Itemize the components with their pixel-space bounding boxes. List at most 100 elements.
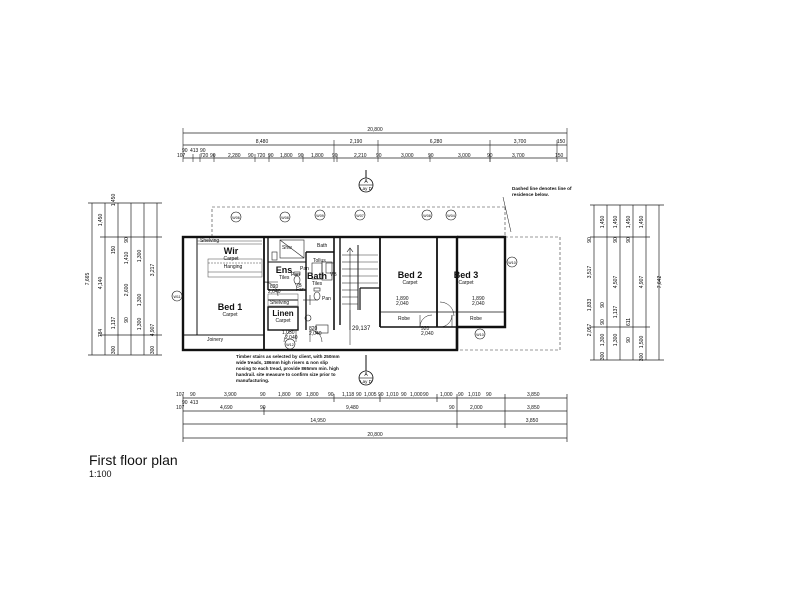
dim-left-12: 1,300 [137,318,143,331]
stairs-note-3: nosing to each tread, provide 865mm min.… [236,366,339,371]
left-dim-labels: 7,665 1,450 1,450 150 4,140 1,410 1,300 … [85,194,156,355]
dim-right-1: 1,450 [600,216,606,229]
window-tag-4: W07 [354,209,366,221]
dim-top-3-n: 90 [332,153,338,159]
dashed-note-leader [502,196,512,233]
room-name-linen: Linen [272,309,293,318]
stairs-note-4: handrail. site measure to confirm size p… [236,372,336,377]
window-tag-9: W10 [474,328,486,340]
door-dim-linen-b: 2,040 [285,335,298,341]
dim-left-7: 90 [124,237,130,243]
dim-left-14: 300 [111,346,117,355]
dim-left-4: 4,140 [98,277,104,290]
room-finish-bed1: Carpet [222,312,238,318]
window-tag-label-4: W07 [356,214,363,218]
dim-top-3-b: 413 [190,148,199,154]
label-vb-bath: VB [330,272,337,278]
dim-bot-1-h: 90 [328,392,334,398]
dim-top-3-r: 90 [428,153,434,159]
dim-left-2: 1,450 [111,194,117,207]
door-dim-3b: 2,040 [309,331,322,337]
left-dimensions [88,202,162,356]
dim-top-3-h: 90 [248,153,254,159]
dim-right-18: 1,300 [600,334,606,347]
dim-bot-2-g: 90 [449,405,455,411]
window-tag-label-6: W04 [447,214,454,218]
door-dim-bed2-b: 2,040 [396,301,409,307]
label-shelving-wir: Shelving [200,238,219,244]
dim-top-2-2: 2,190 [350,139,363,145]
label-robe-bed2: Robe [398,316,410,322]
window-tag-5: W08 [421,209,433,221]
dim-bot-1-q: 1,000 [440,392,453,398]
door-dim-ens-a: 820 [270,284,279,290]
dim-left-9: 1,300 [137,294,143,307]
dim-bot-3-a: 14,950 [310,418,326,424]
dim-bot-2-b: 413 [190,400,199,406]
dim-bot-2-h: 2,000 [470,405,483,411]
dim-top-3-f: 90 [210,153,216,159]
door-dim-ens-b: 2,040 [268,289,281,295]
window-tag-label-10: W12 [286,343,293,347]
dim-overall-top: 20,800 [367,127,383,133]
dim-right-7: 1,450 [639,216,645,229]
label-pan-bath: Pan [322,296,331,302]
door-dim-bed2-a: 1,890 [396,296,409,302]
dim-bot-2-f: 9,480 [346,405,359,411]
dim-bot-1-j: 90 [356,392,362,398]
plan-scale: 1:100 [89,469,112,479]
dim-right-5: 1,450 [626,216,632,229]
dim-left-overall: 7,665 [85,273,91,286]
room-name-ens: Ens [276,265,293,275]
dim-bot-2-e: 90 [260,405,266,411]
dim-right-13: 90 [600,302,606,308]
dim-top-3-j: 90 [268,153,274,159]
dim-right-8: 3,517 [587,266,593,279]
dim-bot-1-t: 90 [486,392,492,398]
dim-bot-1-m: 1,010 [386,392,399,398]
dim-right-2: 90 [587,237,593,243]
fixtures [271,239,335,334]
door-dim-linen-a: 1,050 [282,330,295,336]
label-tollus: Tollus [313,258,326,264]
label-shw: Shw [282,245,292,251]
dim-bot-1-g: 1,800 [306,392,319,398]
dim-right-20: 1,300 [613,334,619,347]
window-tag-7: W11 [171,290,183,302]
dim-bot-1-e: 1,800 [278,392,291,398]
window-tag-label-2: W08 [281,216,288,220]
window-tag-label-1: W06 [232,216,239,220]
dim-bot-1-l: 90 [378,392,384,398]
residence-below-outline [211,206,561,351]
dim-overall-bottom: 20,800 [367,432,383,438]
label-robe-bed3: Robe [470,316,482,322]
dim-left-3: 150 [111,246,117,255]
dim-top-3-s: 3,000 [458,153,471,159]
room-name-bed3: Bed 3 [454,270,479,280]
bottom-dim-row2: 90 413 107 4,690 90 9,480 90 2,000 3,850 [176,400,540,411]
bottom-dimensions [182,394,568,442]
dim-top-3-u: 3,700 [512,153,525,159]
stair-arrow [346,247,354,330]
dim-left-10: 1,137 [111,317,117,330]
dim-top-3-m: 1,800 [311,153,324,159]
room-name-wir: Wir [224,246,239,256]
dim-left-16: 4,907 [150,324,156,337]
window-tag-label-5: W08 [423,214,430,218]
dim-right-14: 1,137 [613,306,619,319]
door-dim-bed3-b: 2,040 [472,301,485,307]
dim-top-3-k: 1,800 [280,153,293,159]
dim-bot-1-d: 90 [260,392,266,398]
stairs-note: Timber stairs as selected by client, wit… [235,354,340,383]
door-dim-4b: 2,040 [421,331,434,337]
dim-top-3-p: 90 [376,153,382,159]
dim-bot-1-i: 1,118 [342,392,354,398]
section-letter-bottom: A [364,372,368,378]
stair-dimension: 29,137 [352,326,371,332]
dim-right-10: 4,907 [639,276,645,289]
dim-right-12: 1,833 [587,299,593,312]
dim-bot-2-a: 90 [182,400,188,406]
top-dimensions [182,128,568,162]
dim-right-22: 1,500 [639,336,645,349]
